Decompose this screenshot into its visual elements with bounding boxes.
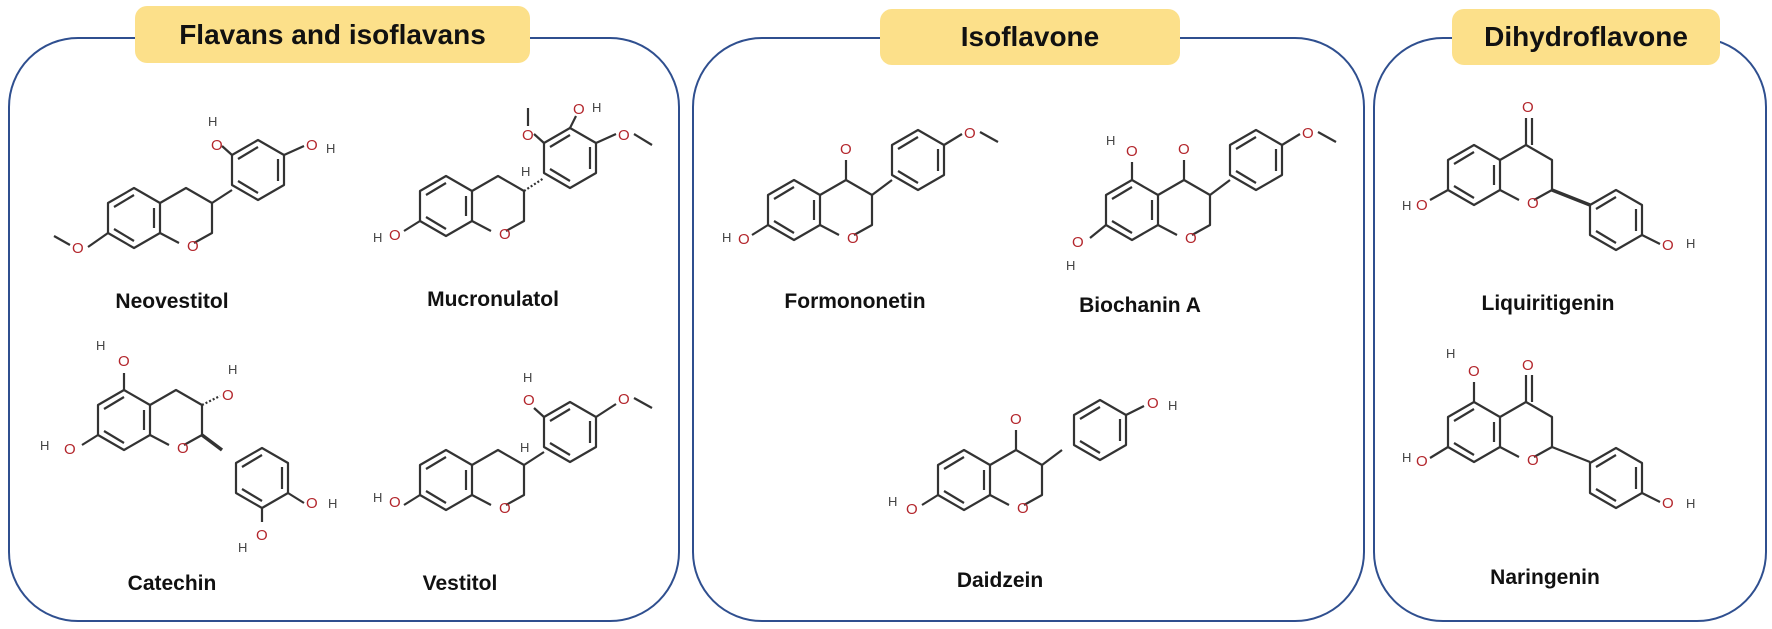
svg-text:O: O [840,141,852,158]
svg-text:O: O [499,226,511,243]
svg-text:O: O [1522,99,1534,116]
compound-mucronulatol: Mucronulatol [427,288,559,311]
svg-text:H: H [228,362,237,377]
compound-formononetin: Formononetin [784,290,926,313]
svg-text:H: H [1686,496,1695,511]
svg-text:O: O [1522,357,1534,374]
svg-text:O: O [64,441,76,458]
svg-text:O: O [1416,197,1428,214]
svg-text:O: O [618,127,630,144]
svg-text:O: O [906,501,918,518]
svg-text:H: H [1686,236,1695,251]
svg-text:O: O [618,391,630,408]
svg-text:O: O [1302,125,1314,142]
panel-flavans [8,37,680,622]
svg-text:H: H [96,338,105,353]
panel-title-dihydroflavone: Dihydroflavone [1452,9,1720,65]
svg-text:H: H [1106,133,1115,148]
svg-text:O: O [738,231,750,248]
svg-text:H: H [592,100,601,115]
svg-text:O: O [389,494,401,511]
svg-text:H: H [1168,398,1177,413]
svg-text:O: O [1010,411,1022,428]
svg-text:H: H [1402,450,1411,465]
svg-text:H: H [523,370,532,385]
svg-text:O: O [187,238,199,255]
svg-text:O: O [1017,500,1029,517]
svg-text:H: H [326,141,335,156]
compound-liquiritigenin: Liquiritigenin [1481,292,1615,315]
svg-text:O: O [1126,143,1138,160]
svg-text:H: H [1446,346,1455,361]
svg-text:O: O [523,392,535,409]
compound-catechin: Catechin [127,572,217,595]
svg-text:H: H [208,114,217,129]
svg-text:O: O [1662,237,1674,254]
svg-text:H: H [238,540,247,555]
svg-text:O: O [389,227,401,244]
svg-text:H: H [521,164,530,179]
svg-text:O: O [72,240,84,257]
svg-text:H: H [722,230,731,245]
compound-daidzein: Daidzein [956,569,1044,592]
compound-naringenin: Naringenin [1490,566,1600,589]
svg-text:H: H [373,490,382,505]
svg-text:H: H [1402,198,1411,213]
svg-text:O: O [1662,495,1674,512]
compound-neovestitol: Neovestitol [115,290,229,313]
panel-isoflavone [692,37,1365,622]
svg-text:H: H [373,230,382,245]
svg-text:O: O [1072,234,1084,251]
svg-text:H: H [888,494,897,509]
svg-text:O: O [306,137,318,154]
svg-text:O: O [118,353,130,370]
svg-text:O: O [1527,195,1539,212]
svg-text:O: O [1147,395,1159,412]
svg-text:O: O [964,125,976,142]
svg-text:H: H [1066,258,1075,273]
svg-text:H: H [328,496,337,511]
svg-text:O: O [1416,453,1428,470]
svg-text:O: O [522,127,534,144]
panel-title-isoflavone: Isoflavone [880,9,1180,65]
panel-title-flavans: Flavans and isoflavans [135,6,530,63]
svg-text:O: O [1527,452,1539,469]
panel-dihydroflavone [1373,37,1767,622]
svg-text:H: H [40,438,49,453]
svg-text:O: O [573,101,585,118]
svg-text:O: O [177,440,189,457]
svg-text:O: O [211,137,223,154]
svg-text:O: O [1185,230,1197,247]
svg-text:O: O [1468,363,1480,380]
compound-vestitol: Vestitol [422,572,498,595]
compound-biochanin-a: Biochanin A [1079,294,1201,317]
svg-text:H: H [520,440,529,455]
svg-text:O: O [256,527,268,544]
svg-text:O: O [306,495,318,512]
svg-text:O: O [222,387,234,404]
svg-text:O: O [847,230,859,247]
svg-text:O: O [1178,141,1190,158]
svg-text:O: O [499,500,511,517]
